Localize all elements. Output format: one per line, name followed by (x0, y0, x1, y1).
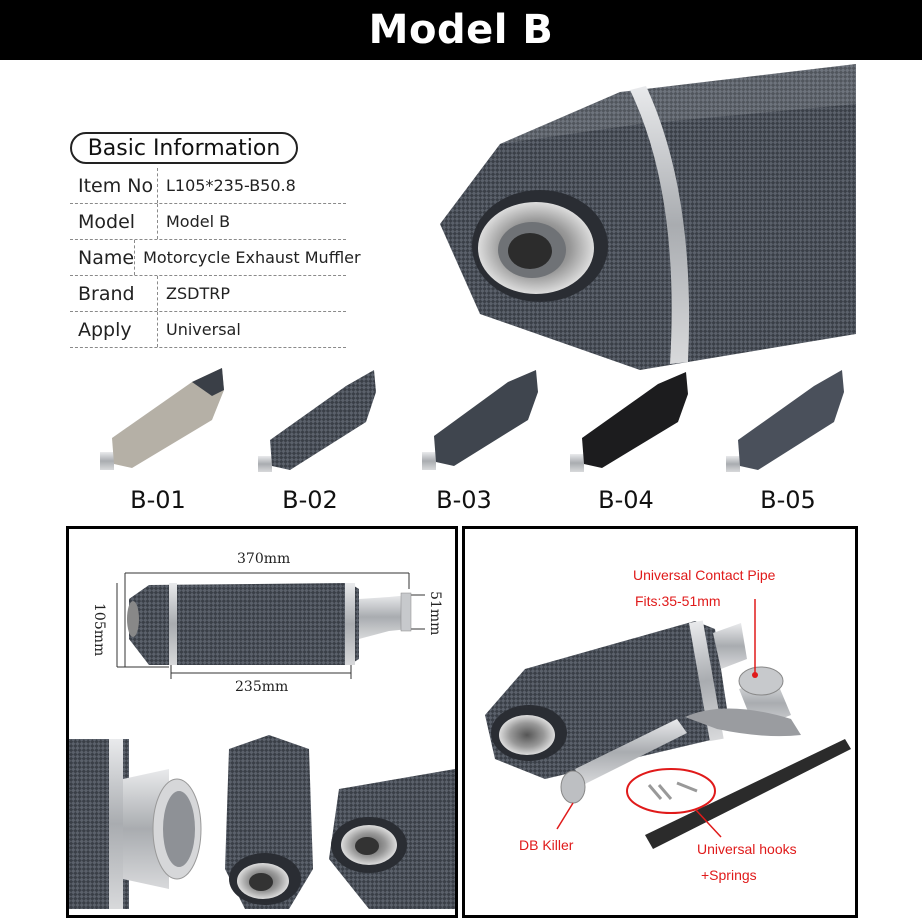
info-row-item-no: Item No L105*235-B50.8 (70, 168, 346, 204)
dimension-overall-length: 370mm (237, 551, 291, 567)
parts-illustration (485, 599, 851, 849)
info-value: Model B (166, 212, 231, 231)
contact-pipe-fits-label: Fits:35-51mm (635, 593, 721, 609)
basic-info-panel: Basic Information Item No L105*235-B50.8… (66, 128, 406, 354)
muffler-icon (570, 372, 688, 472)
muffler-icon (258, 370, 376, 472)
info-key: Model (70, 204, 158, 239)
info-row-apply: Apply Universal (70, 312, 346, 348)
basic-info-title: Basic Information (70, 132, 298, 164)
info-value: Universal (166, 320, 241, 339)
variant-b-04: B-04 (540, 360, 712, 520)
info-value: ZSDTRP (166, 284, 230, 303)
variant-label: B-05 (760, 486, 816, 514)
contact-pipe-label: Universal Contact Pipe (633, 567, 776, 583)
dimensions-panel: 370mm 105mm 51mm 235mm (66, 526, 458, 918)
hooks-label: Universal hooks (697, 841, 797, 857)
variant-b-01: B-01 (72, 360, 244, 520)
closeup-images (69, 735, 455, 909)
dimension-diagram (116, 572, 425, 679)
variant-b-03: B-03 (378, 360, 550, 520)
variant-label: B-03 (436, 486, 492, 514)
info-row-brand: Brand ZSDTRP (70, 276, 346, 312)
info-key: Apply (70, 312, 158, 347)
muffler-icon (100, 368, 224, 470)
info-key: Item No (70, 168, 158, 203)
dimension-body-length: 235mm (235, 679, 289, 695)
info-key: Name (70, 240, 136, 275)
info-value: Motorcycle Exhaust Muffler (143, 248, 361, 267)
db-killer-label: DB Killer (519, 837, 574, 853)
info-value: L105*235-B50.8 (166, 176, 296, 195)
info-key: Brand (70, 276, 158, 311)
variant-label: B-01 (130, 486, 186, 514)
page-title: Model B (368, 7, 554, 53)
springs-label: +Springs (701, 867, 757, 883)
variant-label: B-04 (598, 486, 654, 514)
parts-panel: Universal Contact Pipe Fits:35-51mm DB K… (462, 526, 858, 918)
title-banner: Model B (0, 0, 922, 60)
muffler-icon (422, 370, 538, 470)
variant-b-05: B-05 (702, 360, 874, 520)
muffler-icon (726, 370, 844, 472)
hero-muffler-image (440, 64, 856, 370)
variant-label: B-02 (282, 486, 338, 514)
variant-b-02: B-02 (224, 360, 396, 520)
dimension-height: 105mm (91, 603, 107, 657)
dimension-inlet-diameter: 51mm (427, 591, 443, 636)
info-row-model: Model Model B (70, 204, 346, 240)
info-row-name: Name Motorcycle Exhaust Muffler (70, 240, 361, 276)
